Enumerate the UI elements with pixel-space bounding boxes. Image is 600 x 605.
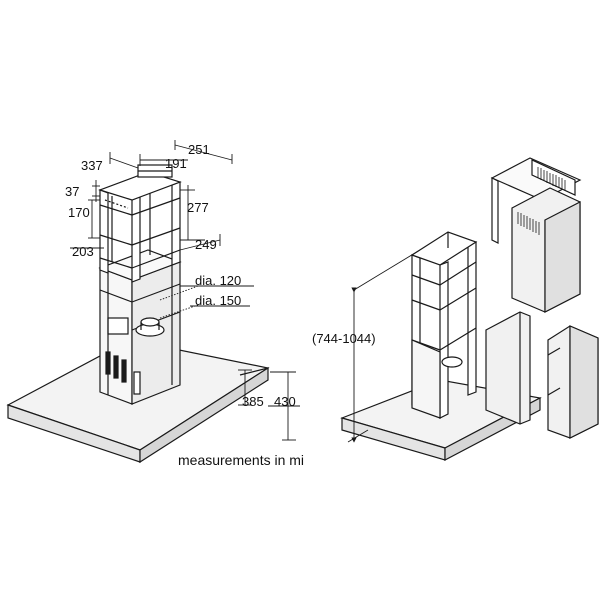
lower-duct-panels [485,311,599,439]
dim-191: 191 [165,156,187,171]
left-hood-assembly: 337 191 251 37 170 277 203 249 dia. 120 … [6,140,300,464]
right-frame [410,231,478,419]
dim-337: 337 [81,158,103,173]
dim-430: 430 [274,394,296,409]
dim-dia-150: dia. 150 [195,293,241,308]
dim-37: 37 [65,184,79,199]
dim-385: 385 [242,394,264,409]
lower-vent-grille [517,212,540,235]
dim-170: 170 [68,205,90,220]
dim-203: 203 [72,244,94,259]
measurements-caption: measurements in mi [178,452,304,468]
dim-251: 251 [188,142,210,157]
upper-vent-grille [537,167,566,191]
dim-277: 277 [187,200,209,215]
dim-range: (744-1044) [312,331,376,346]
dimension-labels: 337 191 251 37 170 277 203 249 dia. 120 … [65,142,296,409]
dim-249: 249 [195,237,217,252]
right-exploded-assembly: (744-1044) [312,157,599,461]
upper-duct-cover [490,157,582,313]
dimension-lines [70,140,300,441]
range-dimension [347,249,421,443]
dim-dia-120: dia. 120 [195,273,241,288]
